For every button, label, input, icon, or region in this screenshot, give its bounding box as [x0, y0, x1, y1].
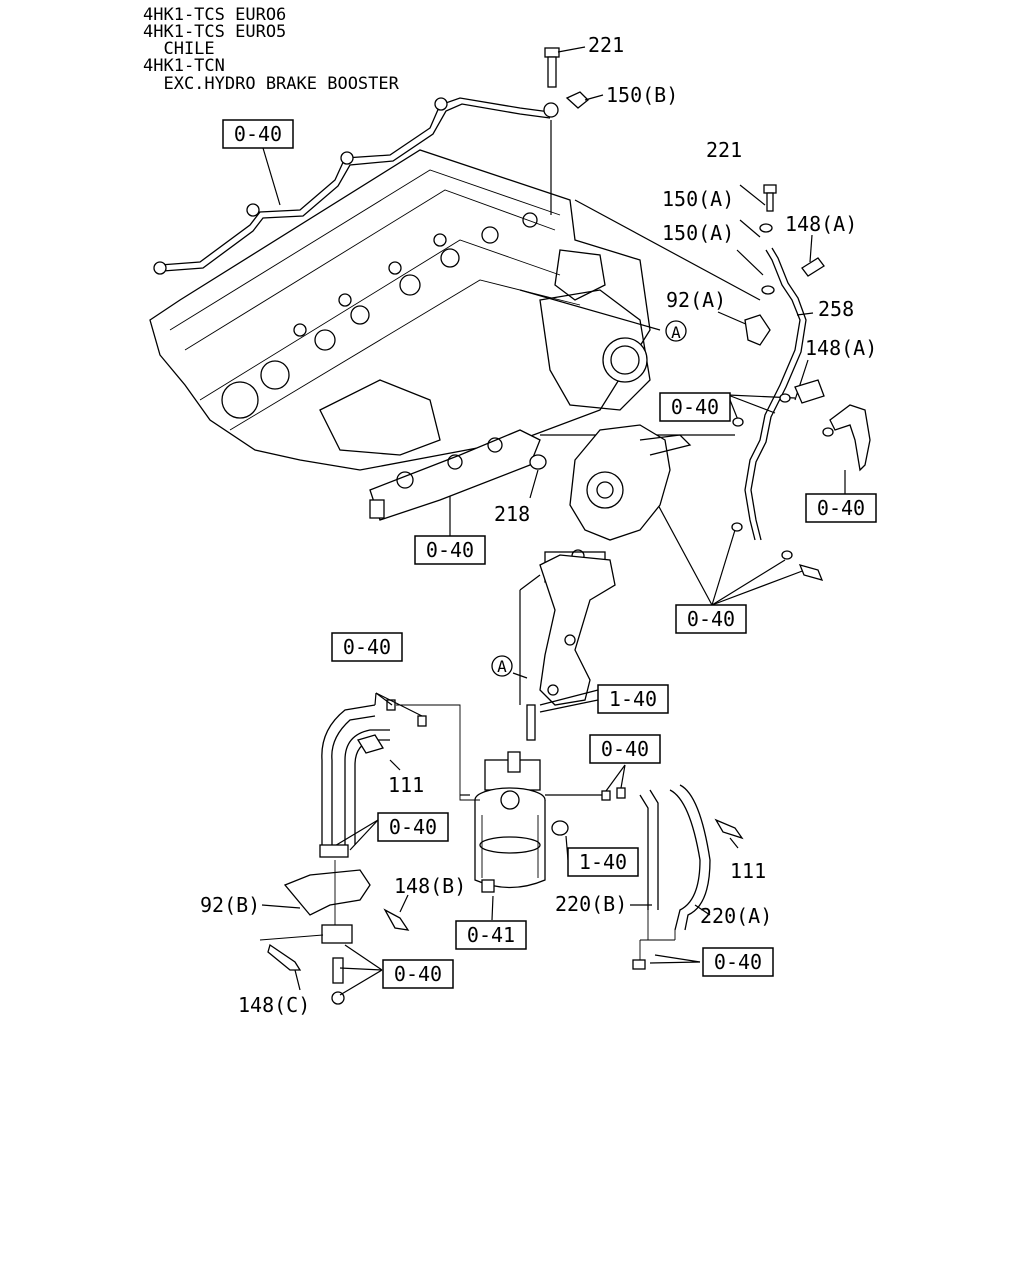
ref-box: 0-40 [377, 812, 449, 842]
callout-148a: 148(A) [785, 212, 857, 236]
callout-111: 111 [388, 773, 424, 797]
ref-label: 0-40 [234, 122, 282, 146]
callout-258: 258 [818, 297, 854, 321]
ref-label: 0-40 [343, 635, 391, 659]
ref-label: 0-40 [687, 607, 735, 631]
marker-letter: A [671, 323, 681, 342]
fuel-rail-drawing [369, 429, 547, 521]
callout-150a: 150(A) [662, 187, 734, 211]
ref-box: 0-41 [455, 920, 527, 950]
ref-label: 0-40 [714, 950, 762, 974]
ref-box: 0-40 [659, 392, 731, 422]
ref-box: 0-40 [589, 734, 661, 764]
circle-markers: A A [491, 320, 687, 677]
callout-111: 111 [730, 859, 766, 883]
ref-box: 0-40 [675, 604, 747, 634]
callout-220b: 220(B) [555, 892, 627, 916]
ref-label: 0-41 [467, 923, 515, 947]
ref-label: 0-40 [601, 737, 649, 761]
ref-box: 0-40 [222, 119, 294, 149]
fuel-feed-pipe-drawing [731, 184, 871, 581]
marker-letter: A [497, 657, 507, 676]
bolt-icon [544, 47, 560, 88]
ref-box: 1-40 [597, 684, 669, 714]
clip-icon [565, 91, 589, 109]
callout-218: 218 [494, 502, 530, 526]
hose-drawing [321, 692, 480, 851]
fuel-return-pipe-drawing [153, 97, 559, 275]
ref-box: 1-40 [567, 847, 639, 877]
lower-bracket-drawing [259, 844, 410, 1005]
ref-box: 0-40 [331, 632, 403, 662]
ref-box: 0-40 [382, 959, 454, 989]
marker-a: A [665, 320, 687, 342]
ref-label: 1-40 [579, 850, 627, 874]
callout-221: 221 [706, 138, 742, 162]
leader-lines [262, 46, 846, 606]
callout-148c: 148(C) [238, 993, 310, 1017]
ref-box: 0-40 [414, 535, 486, 565]
marker-a: A [491, 655, 513, 677]
header-line-2: 4HK1-TCS EURO5 [143, 22, 286, 42]
ref-label: 0-40 [817, 496, 865, 520]
ref-label: 0-40 [389, 815, 437, 839]
cylinder-head-drawing [149, 149, 651, 471]
callout-labels: 221 150(B) 221 150(A) 148(A) 150(A) 92(A… [200, 33, 877, 1017]
ref-label: 0-40 [671, 395, 719, 419]
callout-220a: 220(A) [700, 904, 772, 928]
ref-label: 0-40 [426, 538, 474, 562]
bracket-drawing [512, 554, 616, 741]
header-line-3: CHILE [143, 39, 215, 59]
header-line-1: 4HK1-TCS EURO6 [143, 5, 286, 25]
fuel-filter-drawing [460, 751, 605, 921]
header-line-5: EXC.HYDRO BRAKE BOOSTER [143, 74, 400, 94]
reference-boxes: 0-40 0-40 0-40 0-40 0-40 0-40 1-40 0-40 [222, 119, 877, 989]
ref-box: 0-40 [702, 947, 774, 977]
callout-92a: 92(A) [666, 288, 726, 312]
header-line-4: 4HK1-TCN [143, 56, 225, 76]
callout-221: 221 [588, 33, 624, 57]
ref-label: 0-40 [394, 962, 442, 986]
callout-148b: 148(B) [394, 874, 466, 898]
right-hose-drawing [601, 764, 744, 970]
callout-150a: 150(A) [662, 221, 734, 245]
applicability-header: 4HK1-TCS EURO6 4HK1-TCS EURO5 CHILE 4HK1… [143, 5, 400, 94]
callout-150b: 150(B) [606, 83, 678, 107]
ref-label: 1-40 [609, 687, 657, 711]
callout-148a: 148(A) [805, 336, 877, 360]
callout-92b: 92(B) [200, 893, 260, 917]
ref-box: 0-40 [805, 493, 877, 523]
